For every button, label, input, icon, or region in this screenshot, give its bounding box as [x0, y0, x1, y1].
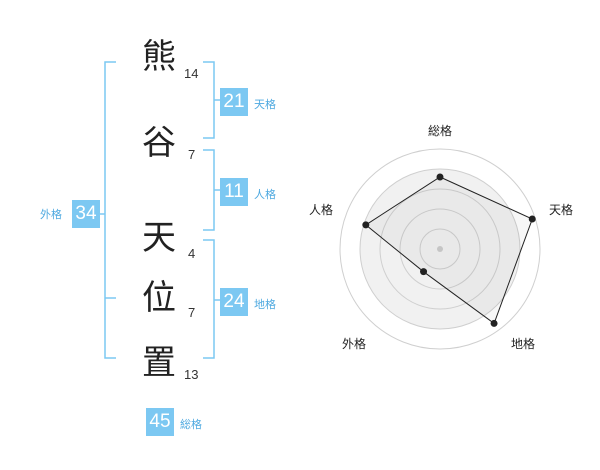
chikaku-bracket — [203, 239, 215, 359]
stroke-count-5: 13 — [184, 367, 199, 382]
radar-point-jinkaku — [362, 221, 370, 229]
radar-axis-label-chikaku: 地格 — [511, 337, 536, 351]
soukaku-label: 総格 — [180, 418, 202, 431]
jinkaku-badge: 11 — [220, 178, 248, 206]
radar-ring-4 — [359, 168, 521, 330]
tenkaku-badge: 21 — [220, 88, 248, 116]
chikaku-label: 地格 — [254, 298, 276, 311]
radar-point-chikaku — [490, 319, 498, 327]
radar-axis-label-tenkaku: 天格 — [549, 203, 574, 217]
name-char-3: 天 — [142, 218, 176, 258]
radar-point-soukaku — [436, 173, 444, 181]
name-char-4: 位 — [142, 278, 176, 318]
radar-ring-3 — [379, 188, 501, 310]
tenkaku-label: 天格 — [254, 98, 276, 111]
stroke-count-3: 4 — [188, 246, 196, 261]
chikaku-badge: 24 — [220, 288, 248, 316]
radar-ring-2 — [399, 208, 481, 290]
jinkaku-label: 人格 — [254, 188, 276, 201]
radar-axis-label-jinkaku: 人格 — [309, 203, 334, 217]
radar-series-polygon — [364, 176, 533, 325]
soukaku-badge: 45 — [146, 408, 174, 436]
gaikaku-label: 外格 — [40, 208, 62, 221]
stroke-count-1: 14 — [184, 66, 199, 81]
radar-ring-1 — [419, 228, 461, 270]
radar-axis-label-soukaku: 総格 — [428, 124, 453, 138]
radar-point-gaikaku — [420, 268, 428, 276]
name-char-1: 熊 — [142, 37, 176, 77]
name-char-2: 谷 — [142, 123, 176, 163]
radar-ring-5 — [339, 148, 541, 350]
gaikaku-badge: 34 — [72, 200, 100, 228]
stroke-count-2: 7 — [188, 147, 196, 162]
radar-point-tenkaku — [528, 215, 536, 223]
stroke-count-4: 7 — [188, 305, 196, 320]
radar-center-dot — [437, 246, 443, 252]
gaikaku-bracket — [104, 61, 116, 359]
name-char-5: 置 — [142, 343, 176, 383]
radar-axis-label-gaikaku: 外格 — [342, 337, 367, 351]
